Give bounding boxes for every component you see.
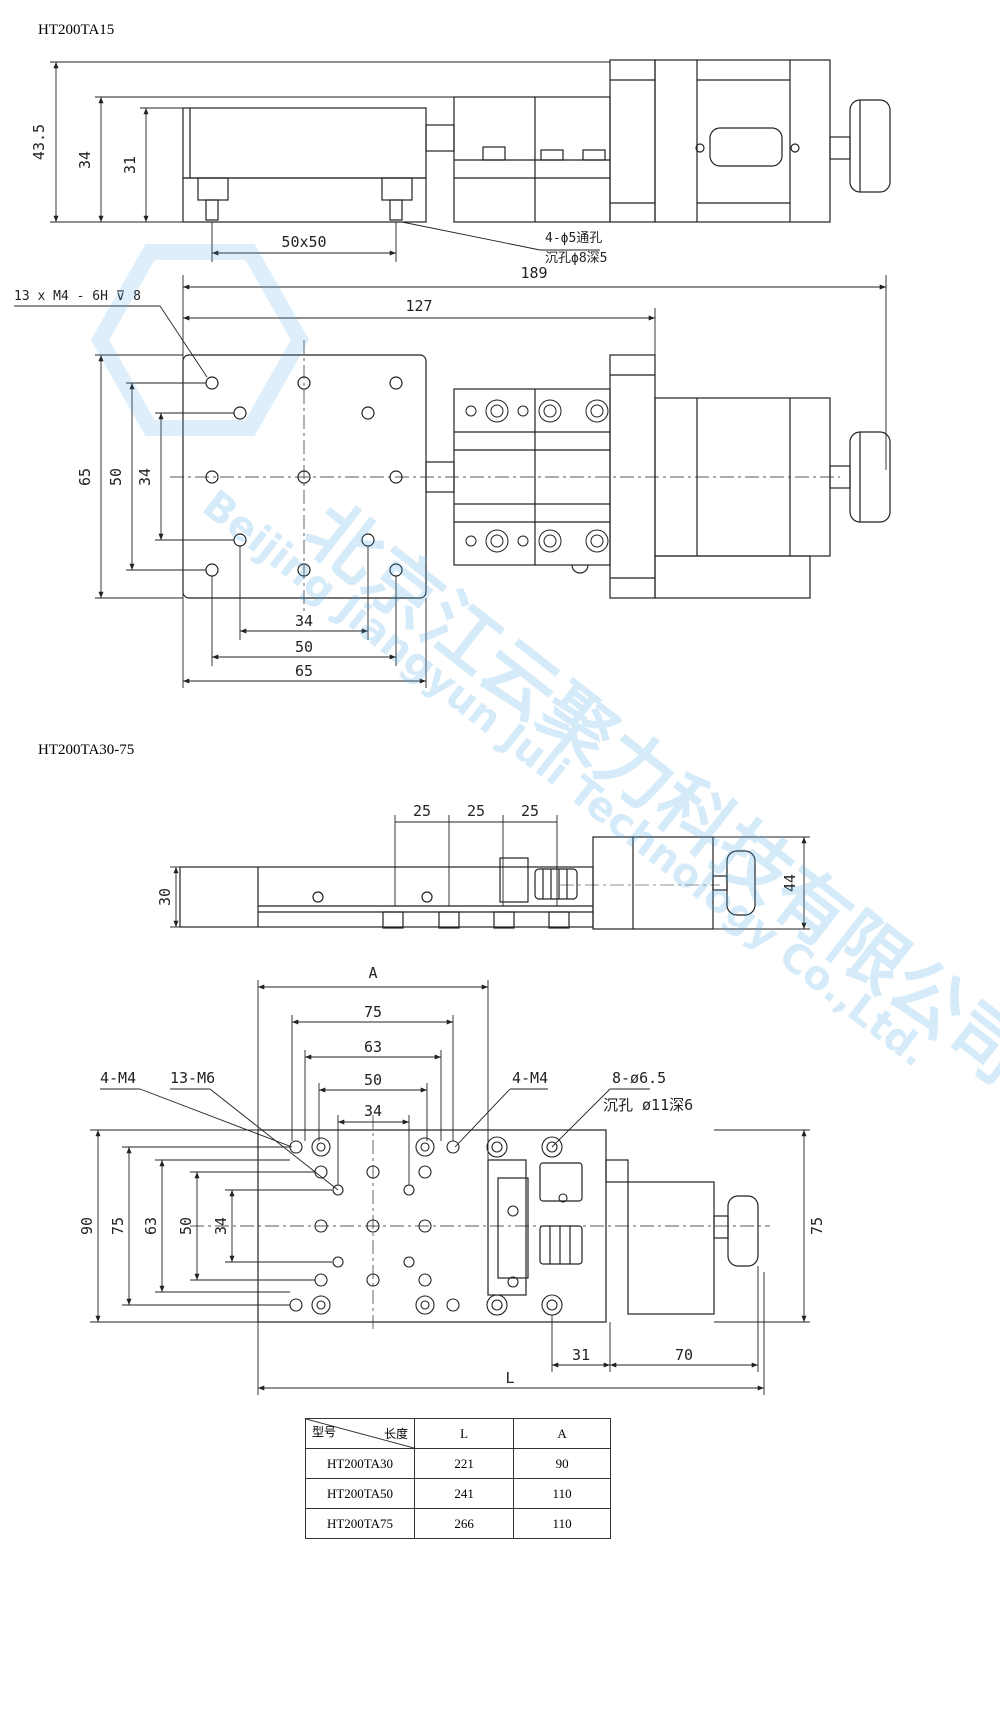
section1-title: HT200TA15 (38, 22, 115, 38)
spec-table: 型号 长度 L A HT200TA30 221 90 HT200TA50 241… (305, 1418, 611, 1539)
table-row: HT200TA50 241 110 (305, 1478, 611, 1509)
thread-callout: 13 x M4 - 6H ⊽ 8 (14, 289, 141, 304)
dim-b50: 50 (295, 638, 313, 656)
s1-top-dims (14, 275, 887, 688)
dim-127: 127 (405, 297, 432, 315)
header-model-length: 型号 长度 (305, 1418, 415, 1449)
dim-70: 70 (675, 1346, 693, 1364)
dim-25a: 25 (413, 802, 431, 820)
dim-v65: 65 (76, 468, 94, 486)
table-row: HT200TA75 266 110 (305, 1508, 611, 1539)
dim-v34: 34 (212, 1217, 230, 1235)
cell-L: 241 (413, 1478, 515, 1509)
dim-v63: 63 (142, 1217, 160, 1235)
dim-63: 63 (364, 1038, 382, 1056)
s2-top-dims (90, 980, 810, 1395)
dim-50: 50 (364, 1071, 382, 1089)
label-13-m6: 13-M6 (170, 1069, 215, 1087)
cell-A: 110 (513, 1478, 611, 1509)
dim-v90: 90 (78, 1217, 96, 1235)
table-row: HT200TA30 221 90 (305, 1448, 611, 1479)
s2-side-view (179, 836, 756, 930)
header-L: L (413, 1418, 515, 1449)
header-model: 型号 (312, 1425, 337, 1439)
dim-34: 34 (76, 151, 94, 169)
s1-side-view (182, 59, 891, 223)
dim-189: 189 (520, 264, 547, 282)
cell-model: HT200TA50 (305, 1478, 415, 1509)
s2-side-dims (170, 815, 810, 930)
dim-34: 34 (364, 1102, 382, 1120)
note-through-hole: 4-ϕ5通孔 (545, 231, 602, 246)
cell-model: HT200TA75 (305, 1508, 415, 1539)
note-counterbore: 沉孔ϕ8深5 (545, 251, 607, 266)
dim-b34: 34 (295, 612, 313, 630)
cell-A: 110 (513, 1508, 611, 1539)
dim-31: 31 (572, 1346, 590, 1364)
dim-b65: 65 (295, 662, 313, 680)
cell-model: HT200TA30 (305, 1448, 415, 1479)
header-diagonal (306, 1419, 414, 1448)
label-8-hole: 8-ø6.5 (612, 1069, 666, 1087)
dim-h44: 44 (781, 874, 799, 892)
header-length: 长度 (383, 1427, 408, 1441)
dim-v34: 34 (136, 468, 154, 486)
header-A: A (513, 1418, 611, 1449)
dim-L: L (505, 1369, 514, 1387)
dim-25c: 25 (521, 802, 539, 820)
label-4-m4-left: 4-M4 (100, 1069, 136, 1087)
dim-v50: 50 (107, 468, 125, 486)
cell-L: 266 (413, 1508, 515, 1539)
dim-75: 75 (364, 1003, 382, 1021)
dim-v75: 75 (109, 1217, 127, 1235)
dim-43-5: 43.5 (30, 124, 48, 160)
logo-hexagon-icon (90, 244, 310, 436)
company-watermark: 北京江云聚力科技有限公司 Beijing Jiangyun Juli Techn… (90, 244, 1000, 1101)
dim-r75: 75 (808, 1217, 826, 1235)
dim-50x50: 50x50 (281, 233, 326, 251)
label-counterbore: 沉孔 ø11深6 (603, 1096, 693, 1114)
cell-A: 90 (513, 1448, 611, 1479)
s1-side-dims (50, 61, 610, 262)
dim-h30: 30 (156, 888, 174, 906)
table-header-row: 型号 长度 L A (305, 1418, 611, 1449)
label-4-m4-right: 4-M4 (512, 1069, 548, 1087)
dim-25b: 25 (467, 802, 485, 820)
dim-A: A (368, 964, 377, 982)
dim-31: 31 (121, 156, 139, 174)
cell-L: 221 (413, 1448, 515, 1479)
section2-title: HT200TA30-75 (38, 742, 135, 758)
dim-v50: 50 (177, 1217, 195, 1235)
